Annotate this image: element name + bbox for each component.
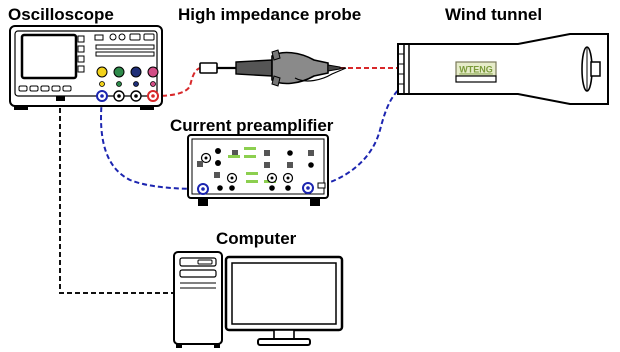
computer-label: Computer xyxy=(216,229,297,248)
oscilloscope-screen xyxy=(20,33,78,80)
wteng-device: WTENG xyxy=(455,61,497,83)
data-link-cable xyxy=(59,100,174,294)
preamplifier-icon xyxy=(187,134,329,206)
oscilloscope-icon xyxy=(9,25,163,110)
probe-label: High impedance probe xyxy=(178,5,361,24)
preamplifier-label: Current preamplifier xyxy=(170,116,334,135)
channel-3-knob xyxy=(130,66,142,78)
current-signal-cable-oscilloscope xyxy=(100,98,204,190)
oscilloscope-label: Oscilloscope xyxy=(8,5,114,24)
channel-1-knob xyxy=(96,66,108,78)
usb-port xyxy=(56,96,65,101)
wind-tunnel-icon: WTENG xyxy=(397,33,609,105)
monitor-screen xyxy=(231,262,337,325)
wind-tunnel-label: Wind tunnel xyxy=(445,5,542,24)
device-label: WTENG xyxy=(459,65,493,75)
desktop-computer-icon xyxy=(173,251,344,348)
probe-icon xyxy=(199,49,347,87)
channel-2-knob xyxy=(113,66,125,78)
channel-4-knob xyxy=(147,66,159,78)
fan-icon xyxy=(581,46,601,92)
